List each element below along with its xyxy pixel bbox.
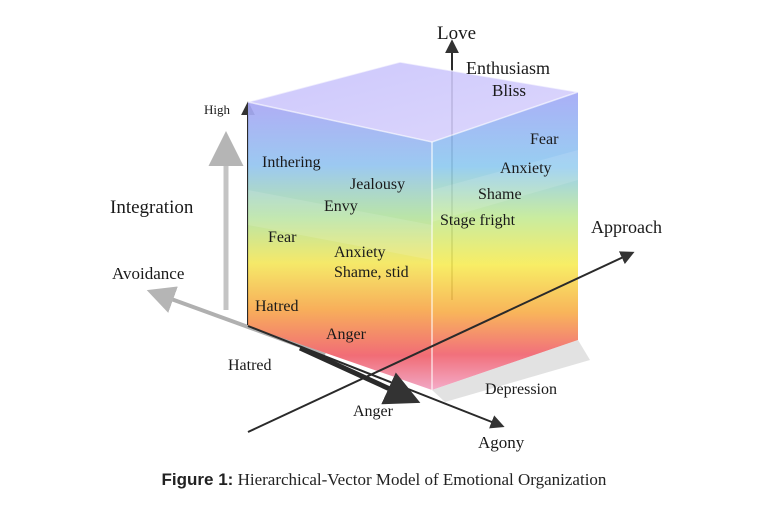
side-band-overlay (432, 150, 578, 222)
integration-label: Integration (110, 197, 194, 218)
cube-front-face (248, 102, 432, 390)
anger-axis-arrow (298, 345, 421, 405)
love-label: Love (437, 23, 476, 44)
figure-caption: Figure 1: Hierarchical-Vector Model of E… (0, 470, 768, 490)
high-label: High (204, 102, 231, 117)
figure-caption-text: Hierarchical-Vector Model of Emotional O… (237, 470, 607, 489)
depression-label: Depression (485, 381, 557, 398)
shame-stid-label: Shame, stid (334, 264, 409, 281)
anger-axis-label: Anger (353, 403, 394, 420)
anxiety-side-label: Anxiety (500, 160, 552, 177)
inthering-label: Inthering (262, 154, 321, 171)
stage-fright-label: Stage fright (440, 212, 516, 229)
approach-label: Approach (591, 217, 662, 237)
agony-axis-line (247, 325, 505, 429)
cube-edges (247, 61, 579, 143)
figure-number: Figure 1: (161, 470, 234, 489)
bliss-label: Bliss (492, 81, 526, 100)
jealousy-label: Jealousy (350, 176, 405, 193)
cube-top-face (248, 62, 578, 142)
fear-front-label: Fear (268, 229, 297, 246)
front-band-overlay (248, 190, 432, 260)
cube-side-face (432, 92, 578, 390)
enthusiasm-label: Enthusiasm (466, 58, 550, 78)
approach-axis-arrow (247, 251, 635, 433)
hatred-axis-label: Hatred (228, 357, 272, 374)
hatred-front-label: Hatred (255, 298, 299, 315)
cube-shadow (432, 340, 590, 402)
envy-label: Envy (324, 198, 358, 215)
anxiety-front-label: Anxiety (334, 244, 386, 261)
agony-label: Agony (478, 433, 525, 452)
fear-side-label: Fear (530, 131, 559, 148)
anger-front-label: Anger (326, 326, 367, 343)
shame-side-label: Shame (478, 186, 522, 203)
avoidance-label: Avoidance (112, 264, 184, 283)
